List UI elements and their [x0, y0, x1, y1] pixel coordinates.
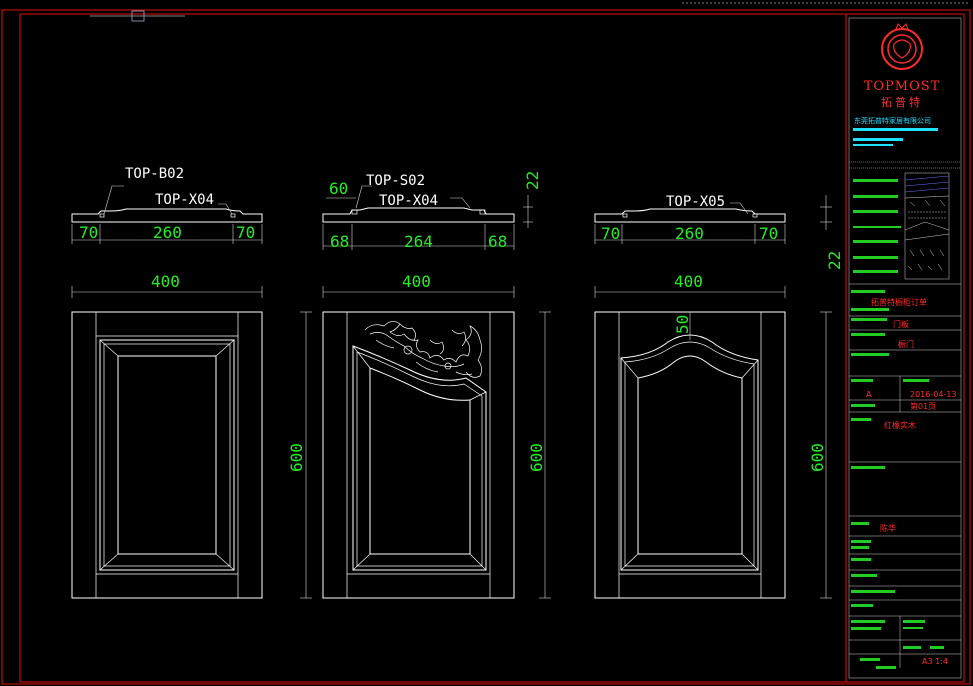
company-underline — [853, 128, 938, 131]
profile-middle-thickness: 22 — [523, 171, 542, 190]
project-value: 拓普特橱柜订单 — [871, 297, 927, 307]
profile-left-code-sub: TOP-X04 — [155, 192, 214, 208]
door-right-width: 400 — [674, 272, 703, 291]
door-right-height: 600 — [808, 443, 827, 472]
profile-middle-small-dim: 60 — [329, 179, 348, 198]
sheet-value: 第01页 — [910, 401, 936, 411]
material-legend — [849, 161, 961, 285]
drawing-value: 橱门 — [898, 339, 914, 349]
brand-name: TOPMOST — [864, 79, 941, 94]
door-left — [71, 311, 263, 599]
profile-right-dim-1: 70 — [601, 224, 620, 243]
door-middle-height: 600 — [527, 443, 546, 472]
side-thickness: 22 — [825, 251, 844, 270]
carved-ornament — [364, 321, 482, 378]
date-value: 2016-04-13 — [910, 390, 957, 399]
door-right-arch-dim: 50 — [673, 315, 692, 334]
drawing-title: 门板 — [893, 319, 909, 329]
title-block-rows — [849, 290, 961, 669]
profile-right — [594, 195, 832, 244]
profile-right-code-sub: TOP-X05 — [666, 194, 725, 210]
door-middle-width: 400 — [402, 272, 431, 291]
door-right — [594, 311, 786, 599]
door-left-height: 600 — [287, 443, 306, 472]
profile-left-dim-1: 70 — [79, 223, 98, 242]
door-left-width: 400 — [151, 272, 180, 291]
profile-left-code-top: TOP-B02 — [125, 166, 184, 182]
scale-value: A3 1:4 — [922, 657, 948, 666]
material-value: 红橡实木 — [884, 420, 916, 430]
profile-middle — [322, 185, 533, 250]
inner-border — [19, 13, 965, 683]
outer-border — [1, 9, 971, 685]
profile-left-dim-2: 260 — [153, 223, 182, 242]
profile-middle-code-top: TOP-S02 — [366, 173, 425, 189]
profile-middle-dim-2: 264 — [404, 232, 433, 251]
title-block — [845, 13, 965, 683]
design-value: 陈华 — [880, 523, 896, 533]
profile-left-dim-3: 70 — [236, 223, 255, 242]
profile-left — [71, 185, 263, 244]
version-value: A — [866, 390, 872, 399]
profile-middle-code-sub: TOP-X04 — [379, 193, 438, 209]
profile-right-dim-3: 70 — [759, 224, 778, 243]
door-middle — [322, 311, 515, 599]
company-name: 东莞拓普特家居有限公司 — [854, 116, 931, 125]
profile-right-dim-2: 260 — [675, 224, 704, 243]
profile-middle-dim-3: 68 — [488, 232, 507, 251]
brand-name-cn: 拓普特 — [881, 95, 923, 109]
ucs-marker — [131, 10, 145, 22]
profile-middle-dim-1: 68 — [330, 232, 349, 251]
